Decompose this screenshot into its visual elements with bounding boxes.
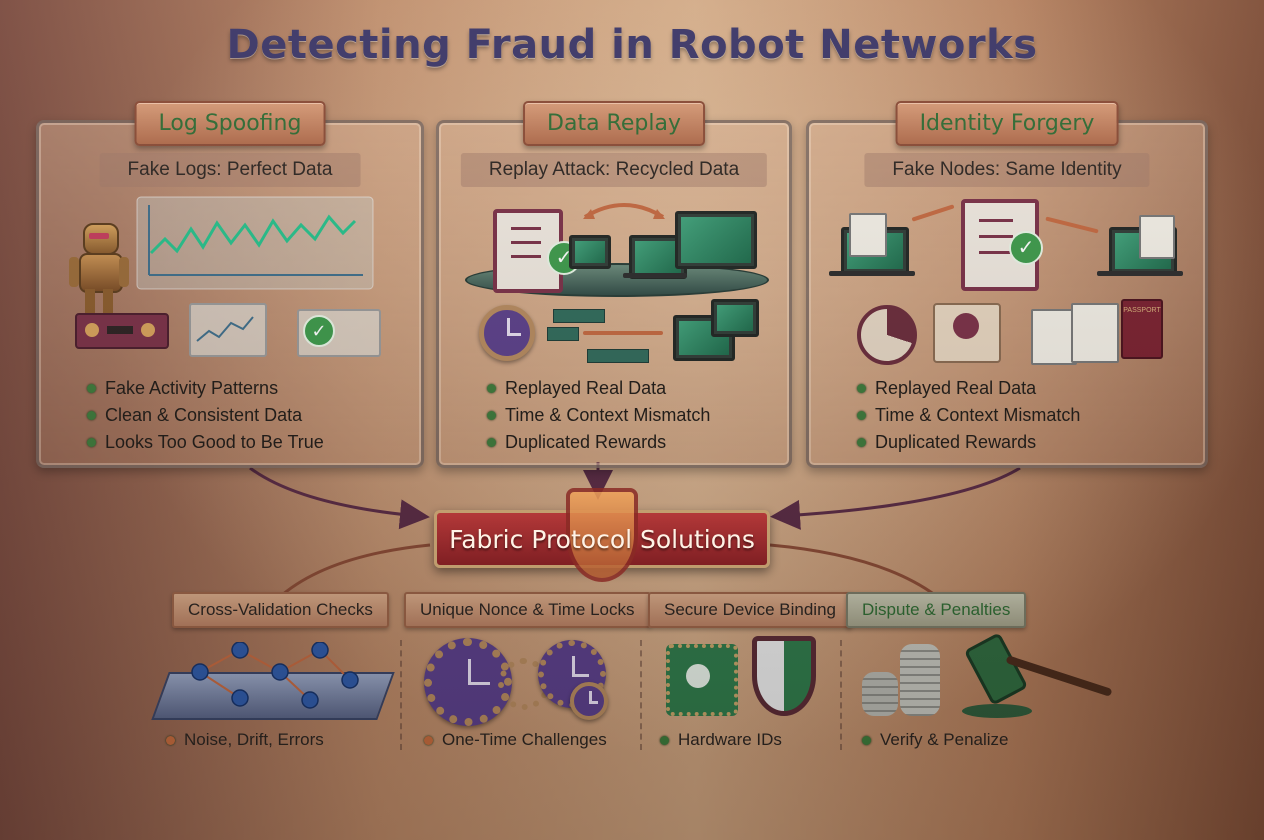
panel-subtitle: Fake Nodes: Same Identity [864, 153, 1150, 187]
bullet-list: Replayed Real Data Time & Context Mismat… [857, 375, 1080, 456]
check-icon: ✓ [1009, 231, 1043, 265]
robot-icon [69, 223, 129, 319]
panel-subtitle: Replay Attack: Recycled Data [460, 153, 768, 187]
verified-report-icon: ✓ [297, 309, 381, 357]
bullet-dot-icon [87, 411, 96, 420]
solution-label-dispute-penalties: Dispute & Penalties [846, 592, 1027, 628]
branch-right-arc [769, 543, 936, 597]
bullet-dot-icon [862, 735, 871, 745]
solution-label-nonce-time-locks: Unique Nonce & Time Locks [404, 592, 651, 628]
page-title: Detecting Fraud in Robot Networks [226, 22, 1038, 68]
bullet-dot-icon [487, 411, 496, 420]
monitor-icon [711, 299, 759, 337]
list-item: Duplicated Rewards [857, 429, 1080, 456]
bullet-dot-icon [166, 735, 175, 745]
id-card-icon [933, 303, 1001, 363]
coins-icon [862, 644, 942, 718]
laptop-base [623, 273, 687, 278]
chip-icon [666, 644, 738, 716]
replay-arrow-icon [583, 203, 665, 219]
hub-label: Fabric Protocol Solutions [449, 524, 755, 554]
pie-clock-icon [857, 305, 917, 365]
robot-network-icon [151, 642, 395, 720]
bullet-dot-icon [487, 438, 496, 447]
bullet-list: Replayed Real Data Time & Context Mismat… [487, 375, 710, 456]
list-item: Replayed Real Data [857, 375, 1080, 402]
arrow-icon [1045, 216, 1099, 234]
laptop-base [829, 271, 915, 276]
solution-note: Verify & Penalize [862, 730, 1009, 750]
panel-title: Identity Forgery [895, 101, 1119, 146]
panel-subtitle: Fake Logs: Perfect Data [99, 153, 361, 187]
report-card-icon [189, 303, 267, 357]
document-icon [849, 213, 887, 257]
bullet-dot-icon [857, 411, 866, 420]
panel-log-spoofing: Log Spoofing Fake Logs: Perfect Data ✓ F… [36, 101, 424, 468]
laptop-icon [673, 315, 735, 361]
console-device-icon [75, 313, 169, 349]
document-icon [1139, 215, 1175, 259]
divider [840, 640, 842, 750]
arrow-icon [911, 204, 955, 222]
laptop-base [1097, 271, 1183, 276]
clock-icon [479, 305, 535, 361]
panel-title: Data Replay [523, 101, 705, 146]
bullet-dot-icon [857, 384, 866, 393]
bullet-dot-icon [857, 438, 866, 447]
list-item: Clean & Consistent Data [87, 402, 324, 429]
solution-note: Noise, Drift, Errors [166, 730, 324, 750]
shield-icon [566, 488, 638, 582]
list-item: Fake Activity Patterns [87, 375, 324, 402]
passport-icon: PASSPORT [1121, 299, 1163, 359]
bullet-dot-icon [660, 735, 669, 745]
list-item: Time & Context Mismatch [487, 402, 710, 429]
security-shield-icon [752, 636, 816, 716]
divider [640, 640, 642, 750]
bullet-dot-icon [487, 384, 496, 393]
arrow-left-to-hub [249, 466, 430, 530]
laptop-icon [569, 235, 611, 269]
list-item: Duplicated Rewards [487, 429, 710, 456]
arrow-right-to-hub [770, 466, 1021, 530]
solution-label-cross-validation: Cross-Validation Checks [172, 592, 389, 628]
bullet-dot-icon [424, 735, 433, 745]
flow-blocks [547, 309, 677, 365]
bullet-dot-icon [87, 384, 96, 393]
clipboard-icon [493, 209, 563, 293]
list-item: Looks Too Good to Be True [87, 429, 324, 456]
panel-title: Log Spoofing [134, 101, 326, 146]
branch-left-arc [281, 543, 431, 597]
bullet-dot-icon [87, 438, 96, 447]
solution-label-device-binding: Secure Device Binding [648, 592, 852, 628]
list-item: Time & Context Mismatch [857, 402, 1080, 429]
solution-note: One-Time Challenges [424, 730, 607, 750]
list-item: Replayed Real Data [487, 375, 710, 402]
gavel-icon [954, 632, 1114, 724]
solution-note: Hardware IDs [660, 730, 782, 750]
bullet-list: Fake Activity Patterns Clean & Consisten… [87, 375, 324, 456]
fake-log-chart-icon [136, 196, 374, 290]
monitor-icon [675, 211, 757, 269]
gears-clocks-icon [424, 634, 614, 726]
document-icon [1071, 303, 1119, 363]
divider [400, 640, 402, 750]
panel-identity-forgery: Identity Forgery Fake Nodes: Same Identi… [806, 101, 1208, 468]
panel-data-replay: Data Replay Replay Attack: Recycled Data… [436, 101, 792, 468]
